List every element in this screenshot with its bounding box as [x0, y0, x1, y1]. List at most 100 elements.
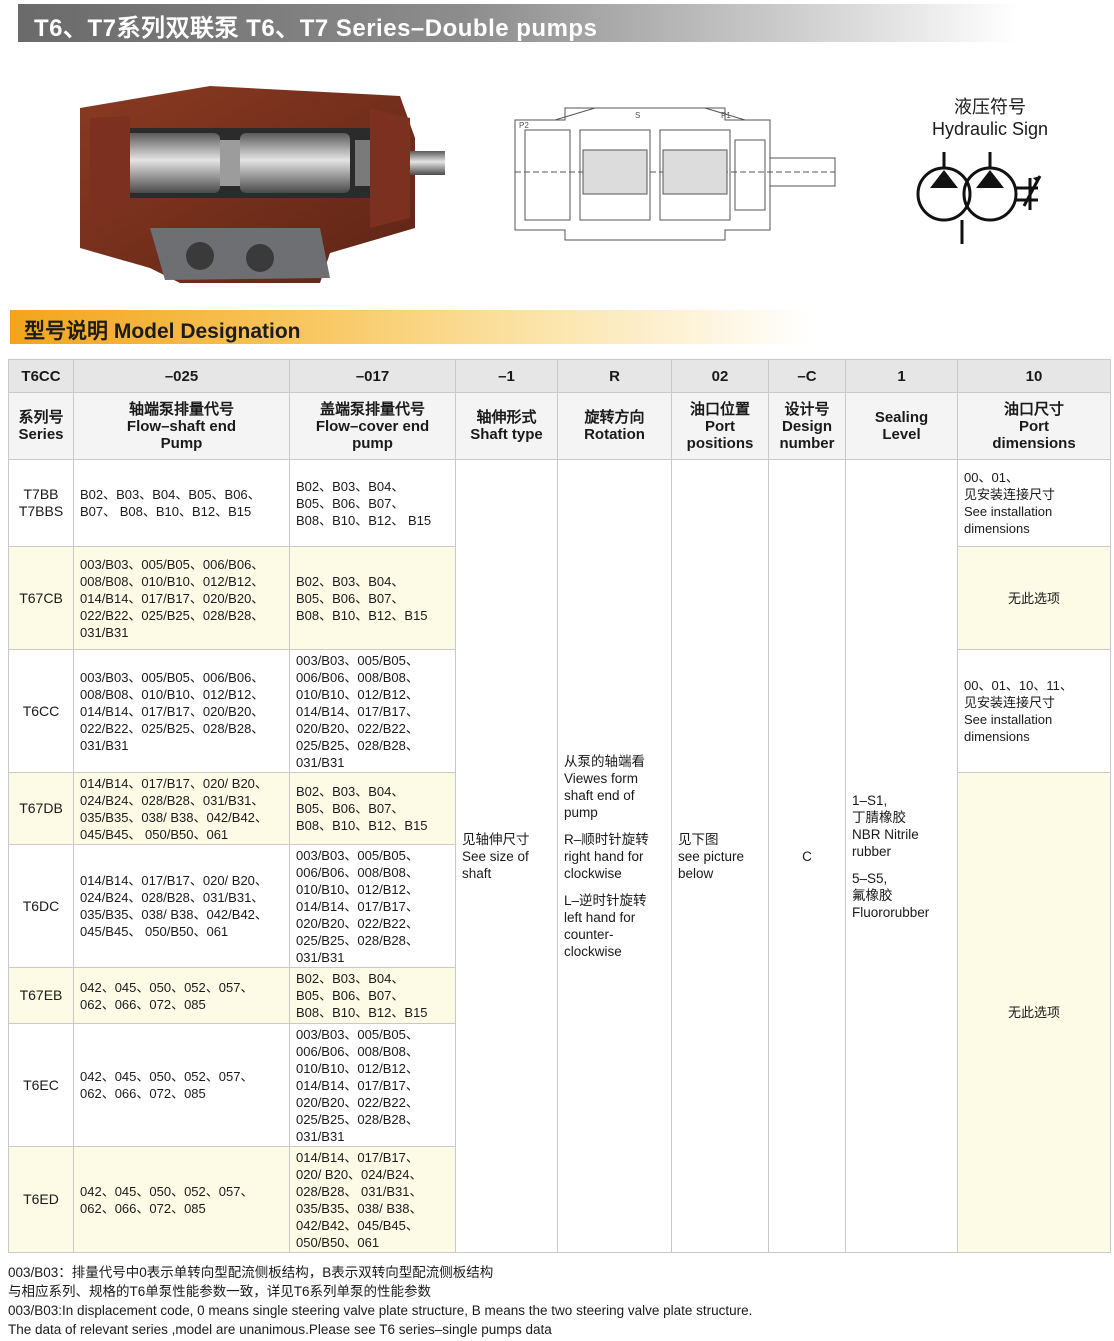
code-line: B05、B06、B07、: [296, 590, 405, 606]
code-row: T6CC –025 –017 –1 R 02 –C 1 10: [8, 359, 1111, 393]
hydraulic-sign-title-en: Hydraulic Sign: [931, 119, 1049, 139]
code-line: 022/B22、025/B25、028/B28、: [80, 720, 265, 736]
header-line: 轴伸形式: [476, 409, 537, 426]
design-number-cell: C: [768, 459, 846, 1253]
table-row: T6EC 042、045、050、052、057、062、066、072、085…: [8, 1023, 1111, 1147]
rotation-line: clockwise: [564, 865, 622, 881]
code-line: 008/B08、010/B10、012/B12、: [80, 573, 265, 589]
series-cell: T6CC: [8, 649, 74, 773]
flow-shaft-cell: 014/B14、017/B17、020/ B20、024/B24、028/B28…: [73, 772, 290, 845]
flow-shaft-cell: 042、045、050、052、057、062、066、072、085: [73, 967, 290, 1024]
spacer: [564, 882, 665, 892]
code-line: 024/B24、028/B28、031/B31、: [80, 890, 265, 905]
series-line: T7BBS: [18, 503, 64, 519]
header-line: Sealing: [874, 409, 929, 426]
header-line: Port: [705, 417, 735, 435]
code-line: 042、045、050、052、057、: [80, 1183, 254, 1199]
header-line: Pump: [160, 434, 203, 452]
code-line: 042、045、050、052、057、: [80, 979, 254, 995]
footnote: 003/B03：排量代号中0表示单转向型配流侧板结构，B表示双转向型配流侧板结构…: [8, 1263, 1108, 1339]
code-line: B05、B06、B07、: [296, 801, 405, 816]
code-line: 031/B31: [296, 949, 345, 965]
code-design-number: –C: [768, 359, 846, 393]
rotation-line: clockwise: [564, 943, 622, 959]
flow-shaft-cell: 014/B14、017/B17、020/ B20、024/B24、028/B28…: [73, 844, 290, 968]
rotation-line: right hand for: [564, 848, 644, 864]
code-line: B02、B03、B04、: [296, 478, 405, 494]
sealing-line: Fluororubber: [852, 904, 930, 920]
flow-cover-cell: 003/B03、005/B05、006/B06、008/B08、010/B10、…: [289, 1023, 456, 1147]
port-dims-cell: 无此选项: [957, 546, 1111, 650]
code-line: B05、B06、B07、: [296, 988, 405, 1003]
model-designation-title: 型号说明 Model Designation: [24, 320, 301, 343]
series-cell: T67EB: [8, 967, 74, 1024]
header-line: number: [779, 434, 835, 452]
code-line: 014/B14、017/B17、: [296, 1149, 419, 1165]
port-dims-line: 见安装连接尺寸: [964, 695, 1056, 710]
code-line: 014/B14、017/B17、: [296, 1077, 419, 1093]
rotation-line: L–逆时针旋转: [564, 892, 647, 908]
flow-cover-cell: 003/B03、005/B05、006/B06、008/B08、010/B10、…: [289, 844, 456, 968]
code-line: 020/B20、022/B22、: [296, 1094, 419, 1110]
code-flow-cover: –017: [289, 359, 456, 393]
code-line: 006/B06、008/B08、: [296, 669, 419, 685]
header-line: Port: [1019, 417, 1049, 435]
header-line: dimensions: [992, 434, 1076, 452]
code-port-positions: 02: [671, 359, 769, 393]
code-line: 050/B50、061: [296, 1234, 380, 1250]
drawing-label-s: S: [635, 111, 640, 120]
footnote-line: The data of relevant series ,model are u…: [8, 1322, 552, 1337]
code-line: 006/B06、008/B08、: [296, 1043, 419, 1059]
code-line: 045/B45、 050/B50、061: [80, 924, 229, 939]
port-dims-cell: 无此选项: [957, 772, 1111, 1253]
port-dims-line: dimensions: [964, 729, 1030, 744]
port-dims-line: See installation: [964, 504, 1053, 519]
series-cell: T6ED: [8, 1146, 74, 1253]
series-line: T7BB: [23, 486, 59, 502]
hydraulic-sign-title: 液压符号 Hydraulic Sign: [900, 96, 1080, 140]
rotation-line: shaft end of: [564, 787, 635, 803]
sealing-line: 丁腈橡胶: [852, 809, 906, 825]
spacer: [564, 821, 665, 831]
code-line: 035/B35、038/ B38、042/B42、: [80, 809, 268, 825]
rotation-line: Viewes form: [564, 770, 639, 786]
code-line: 025/B25、028/B28、: [296, 1111, 419, 1127]
flow-shaft-cell: 042、045、050、052、057、062、066、072、085: [73, 1023, 290, 1147]
code-line: 003/B03、005/B05、006/B06、: [80, 669, 265, 685]
shaft-type-line: 见轴伸尺寸: [462, 831, 530, 847]
code-line: 031/B31: [80, 737, 129, 753]
code-line: 062、066、072、085: [80, 1086, 206, 1101]
title-banner: T6、T7系列双联泵 T6、T7 Series–Double pumps: [18, 4, 1018, 42]
code-line: 062、066、072、085: [80, 1200, 206, 1216]
table-row: T6DC 014/B14、017/B17、020/ B20、024/B24、02…: [8, 844, 1111, 968]
code-line: 014/B14、017/B17、: [296, 898, 419, 914]
code-line: 014/B14、017/B17、020/B20、: [80, 590, 265, 606]
drawing-label-p1: P1: [721, 111, 731, 120]
pump-section-drawing: P2 S P1: [514, 107, 836, 241]
port-positions-line: below: [678, 865, 714, 881]
header-line: 油口尺寸: [1003, 400, 1064, 418]
rotation-line: left hand for: [564, 909, 636, 925]
code-line: 008/B08、010/B10、012/B12、: [80, 686, 265, 702]
port-positions-line: 见下图: [678, 831, 719, 847]
header-line: 系列号: [18, 409, 64, 426]
code-rotation: R: [557, 359, 672, 393]
flow-cover-cell: B02、B03、B04、B05、B06、B07、B08、B10、B12、B15: [289, 546, 456, 650]
code-line: 010/B10、012/B12、: [296, 686, 419, 702]
table-row: T67DB 014/B14、017/B17、020/ B20、024/B24、0…: [8, 772, 1111, 1253]
rotation-line: 从泵的轴端看: [564, 753, 645, 769]
flow-shaft-cell: 003/B03、005/B05、006/B06、008/B08、010/B10、…: [73, 649, 290, 773]
footnote-line: 003/B03：排量代号中0表示单转向型配流侧板结构，B表示双转向型配流侧板结构: [8, 1265, 494, 1280]
code-line: B02、B03、B04、B05、B06、: [80, 487, 261, 502]
code-line: 035/B35、038/ B38、042/B42、: [80, 907, 268, 922]
